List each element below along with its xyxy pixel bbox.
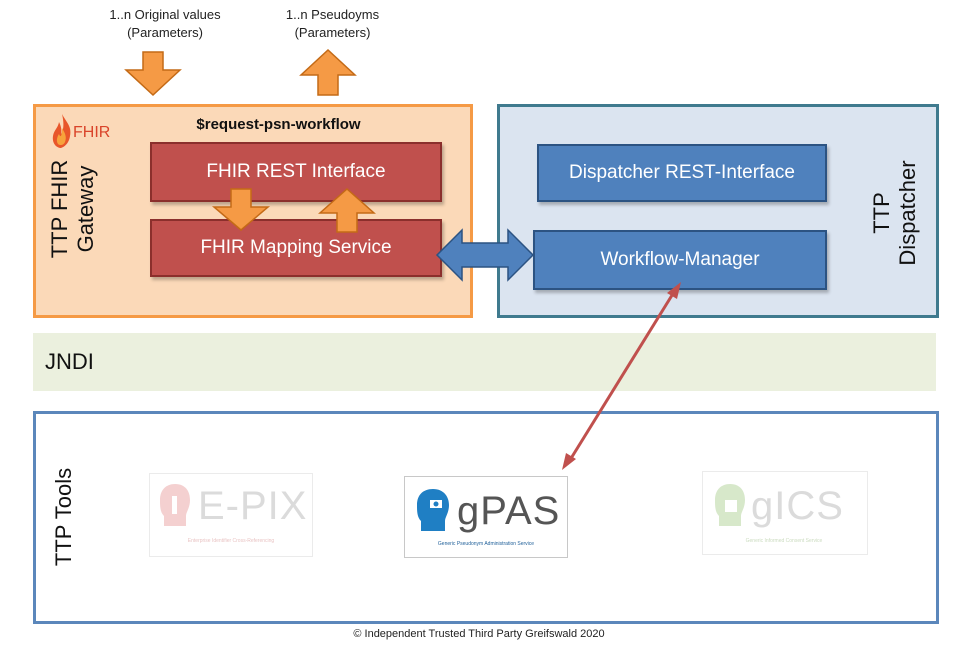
gics-logo: gICS Generic Informed Consent Service: [702, 471, 868, 555]
workflow-manager-box: Workflow-Manager: [533, 230, 827, 290]
epix-head-icon: [160, 484, 190, 526]
epix-subtitle: Enterprise Identifier Cross-Referencing: [187, 538, 275, 544]
input-down-arrow: [124, 51, 182, 97]
original-values-note: 1..n Original values (Parameters): [80, 6, 250, 42]
epix-name: E-PIX: [198, 484, 308, 528]
gics-head-icon: [715, 484, 745, 526]
gpas-logo: gPAS Generic Pseudonym Administration Se…: [404, 476, 568, 558]
dispatcher-rest-interface-box: Dispatcher REST-Interface: [537, 144, 827, 202]
dispatcher-label-line1: TTP: [869, 192, 894, 234]
fhir-logo: FHIR: [50, 112, 120, 152]
gpas-name: gPAS: [457, 489, 561, 533]
pseudonyms-params: (Parameters): [294, 25, 371, 40]
gateway-label: TTP FHIR Gateway: [47, 139, 99, 279]
epix-logo: E-PIX Enterprise Identifier Cross-Refere…: [149, 473, 313, 557]
pseudonyms-label: 1..n Pseudoyms: [285, 7, 380, 22]
fhir-mapping-service-box: FHIR Mapping Service: [150, 219, 442, 277]
fhir-rest-interface-label: FHIR REST Interface: [206, 161, 386, 182]
fhir-mapping-service-label: FHIR Mapping Service: [200, 237, 392, 258]
workflow-title: $request-psn-workflow: [196, 116, 361, 133]
pseudonyms-note: 1..n Pseudoyms (Parameters): [255, 6, 410, 42]
gpas-head-icon: [417, 489, 449, 531]
output-up-arrow: [299, 48, 357, 96]
fhir-rest-interface-box: FHIR REST Interface: [150, 142, 442, 202]
flame-icon: [52, 114, 71, 148]
dispatcher-rest-interface-label: Dispatcher REST-Interface: [569, 162, 795, 183]
gateway-label-line2: Gateway: [73, 165, 98, 253]
original-values-params: (Parameters): [127, 25, 203, 40]
jndi-label: JNDI: [45, 349, 94, 374]
fhir-logo-text: FHIR: [73, 124, 111, 141]
workflow-manager-label: Workflow-Manager: [600, 249, 760, 270]
fhir-gateway-panel: TTP FHIR Gateway FHIR $request-psn-workf…: [33, 104, 473, 318]
ttp-tools-panel: TTP Tools E-PIX Enterprise Identifier Cr…: [33, 411, 939, 624]
gics-name: gICS: [751, 484, 844, 528]
jndi-band: JNDI: [33, 333, 936, 391]
copyright-text: © Independent Trusted Third Party Greifs…: [353, 628, 605, 640]
gics-subtitle: Generic Informed Consent Service: [745, 538, 823, 544]
gpas-subtitle: Generic Pseudonym Administration Service: [437, 541, 535, 547]
original-values-label: 1..n Original values: [109, 7, 221, 22]
dispatcher-panel: TTP Dispatcher Dispatcher REST-Interface…: [497, 104, 939, 318]
dispatcher-label: TTP Dispatcher: [869, 143, 921, 283]
tools-label: TTP Tools: [51, 467, 76, 567]
dispatcher-label-line2: Dispatcher: [895, 160, 920, 266]
gateway-label-line1: TTP FHIR: [47, 159, 72, 259]
